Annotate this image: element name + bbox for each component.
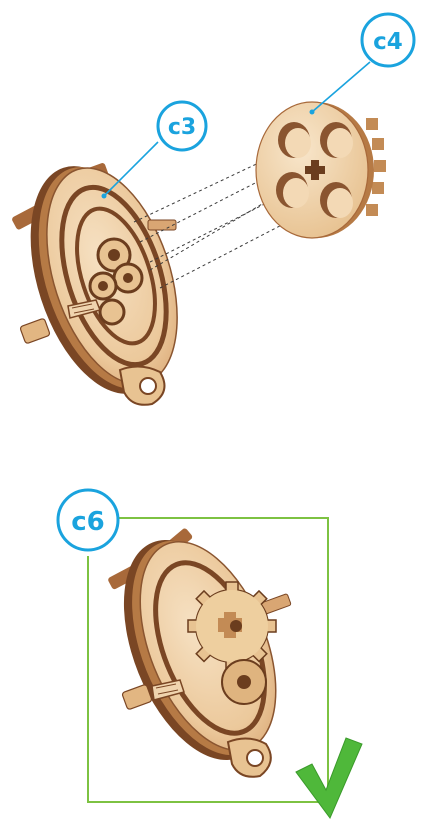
gear-large bbox=[188, 582, 276, 670]
gear-small bbox=[222, 660, 266, 704]
step-bottom-result: c6 bbox=[58, 490, 362, 818]
label-c4: c4 bbox=[373, 29, 403, 55]
part-c6-assembled bbox=[95, 519, 303, 781]
label-c3: c3 bbox=[168, 115, 196, 140]
label-c6: c6 bbox=[71, 507, 105, 537]
part-c3-assembly bbox=[5, 149, 202, 412]
part-c4-disc bbox=[256, 102, 386, 238]
step-top: c3 c4 bbox=[5, 14, 414, 411]
callout-c4: c4 bbox=[310, 14, 415, 115]
callout-c6: c6 bbox=[58, 490, 118, 550]
